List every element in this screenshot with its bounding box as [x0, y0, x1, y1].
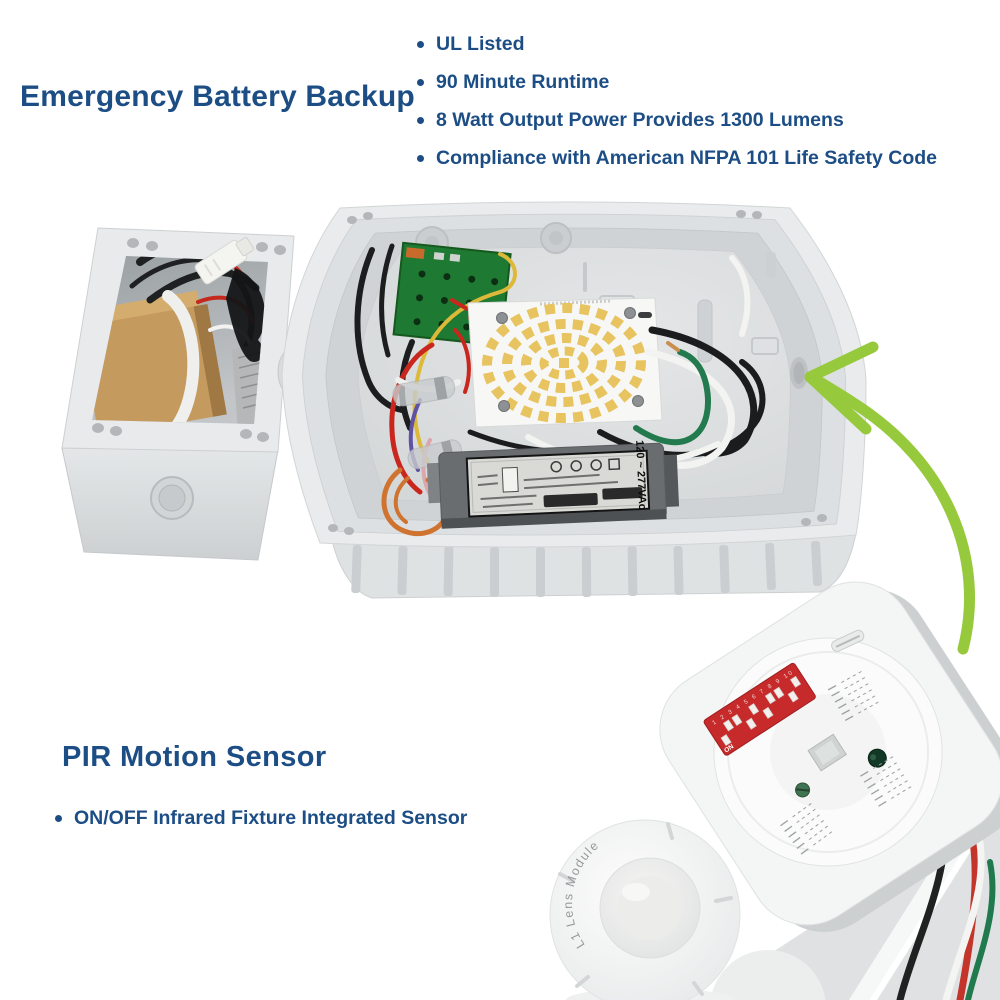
led-rings [482, 302, 646, 424]
driver-label-icons [550, 458, 621, 473]
battery-backup-photo [61, 227, 295, 561]
bullet-item: Compliance with American NFPA 101 Life S… [417, 139, 995, 177]
emergency-bullet-list: UL Listed 90 Minute Runtime 8 Watt Outpu… [417, 25, 995, 177]
bullet-dot [417, 154, 424, 162]
connector-plug [194, 237, 255, 285]
bullet-text: ON/OFF Infrared Fixture Integrated Senso… [74, 806, 468, 829]
led-board-screws [496, 307, 644, 412]
photocell [867, 748, 887, 768]
rim-screw-holes [92, 238, 286, 442]
pir-bullet-list: ON/OFF Infrared Fixture Integrated Senso… [55, 800, 675, 836]
corner-panel [719, 770, 1000, 1000]
bullet-dot [417, 116, 424, 124]
bullet-text: Compliance with American NFPA 101 Life S… [436, 146, 937, 169]
heatsink-fins [331, 532, 857, 599]
pointer-arrow [804, 341, 975, 655]
pir-slot [831, 629, 865, 652]
emergency-section-title: Emergency Battery Backup [20, 80, 415, 113]
driver-voltage-text: 120 ~ 277VAc [633, 440, 648, 510]
lens-shadow [710, 950, 826, 1000]
driver-label-text [477, 473, 619, 508]
board-connector-slot [638, 312, 652, 318]
led-chip-center [559, 358, 569, 368]
pir-section-title: PIR Motion Sensor [62, 741, 327, 773]
redacted-text [543, 493, 598, 508]
bullet-dot [55, 814, 62, 822]
pir-sensor-photo: 1 2 3 4 5 6 7 8 9 10 ON [659, 581, 1000, 932]
redacted-text [602, 487, 643, 500]
wire-bundle [226, 268, 266, 362]
lens-notches [558, 822, 733, 996]
bullet-item: ON/OFF Infrared Fixture Integrated Senso… [55, 800, 675, 836]
fixture-rim-screws [328, 210, 827, 535]
bullet-dot [417, 40, 424, 48]
spec-label [232, 338, 268, 424]
bullet-text: 90 Minute Runtime [436, 70, 610, 93]
wire-connector [392, 376, 456, 407]
fixture-photo: 120 ~ 277VAc [277, 201, 867, 599]
led-driver: 120 ~ 277VAc [426, 440, 680, 529]
bullet-text: 8 Watt Output Power Provides 1300 Lumens [436, 108, 844, 131]
lens-module-photo: L1 Lens Module [549, 819, 741, 1000]
bullet-dot [417, 78, 424, 86]
bullet-item: 8 Watt Output Power Provides 1300 Lumens [417, 101, 995, 139]
dip-switch-on-label: ON [723, 743, 735, 754]
driver-label-diagram [501, 466, 519, 493]
conduit-knockout-inner [158, 484, 186, 512]
bullet-item: UL Listed [417, 25, 995, 63]
led-board [467, 297, 663, 428]
bullet-text: UL Listed [436, 32, 525, 55]
bullet-item: 90 Minute Runtime [417, 63, 995, 101]
